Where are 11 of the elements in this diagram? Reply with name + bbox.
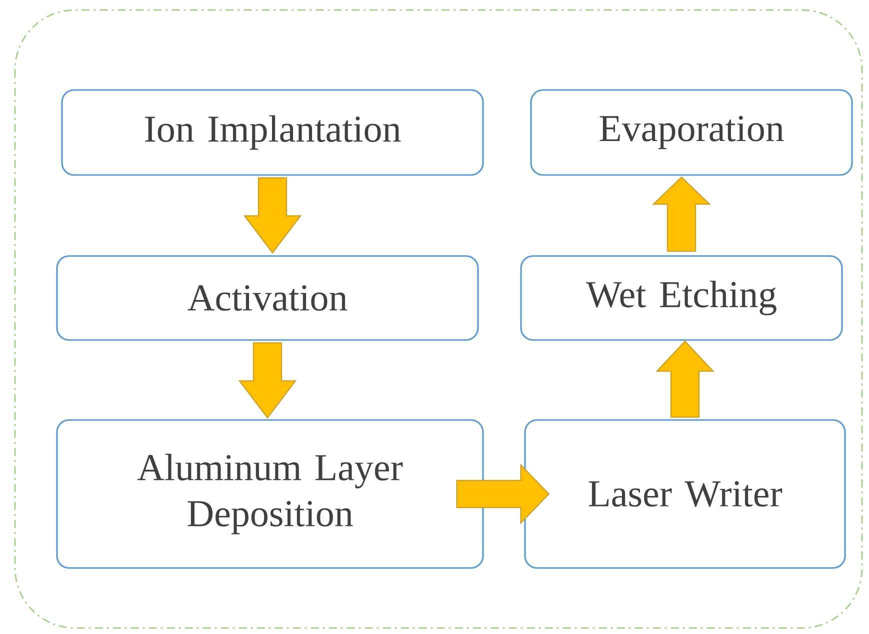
block-arrow xyxy=(238,342,297,419)
block-arrow xyxy=(656,340,714,418)
process-box: Ion Implantation xyxy=(61,89,484,176)
process-box: Aluminum Layer Deposition xyxy=(56,419,484,569)
process-box: Wet Etching xyxy=(520,255,843,341)
process-box: Evaporation xyxy=(530,89,853,176)
block-arrow xyxy=(652,176,711,252)
process-box: Activation xyxy=(56,255,479,341)
process-box: Laser Writer xyxy=(524,419,846,569)
block-arrow xyxy=(456,464,550,524)
block-arrow xyxy=(243,177,302,254)
